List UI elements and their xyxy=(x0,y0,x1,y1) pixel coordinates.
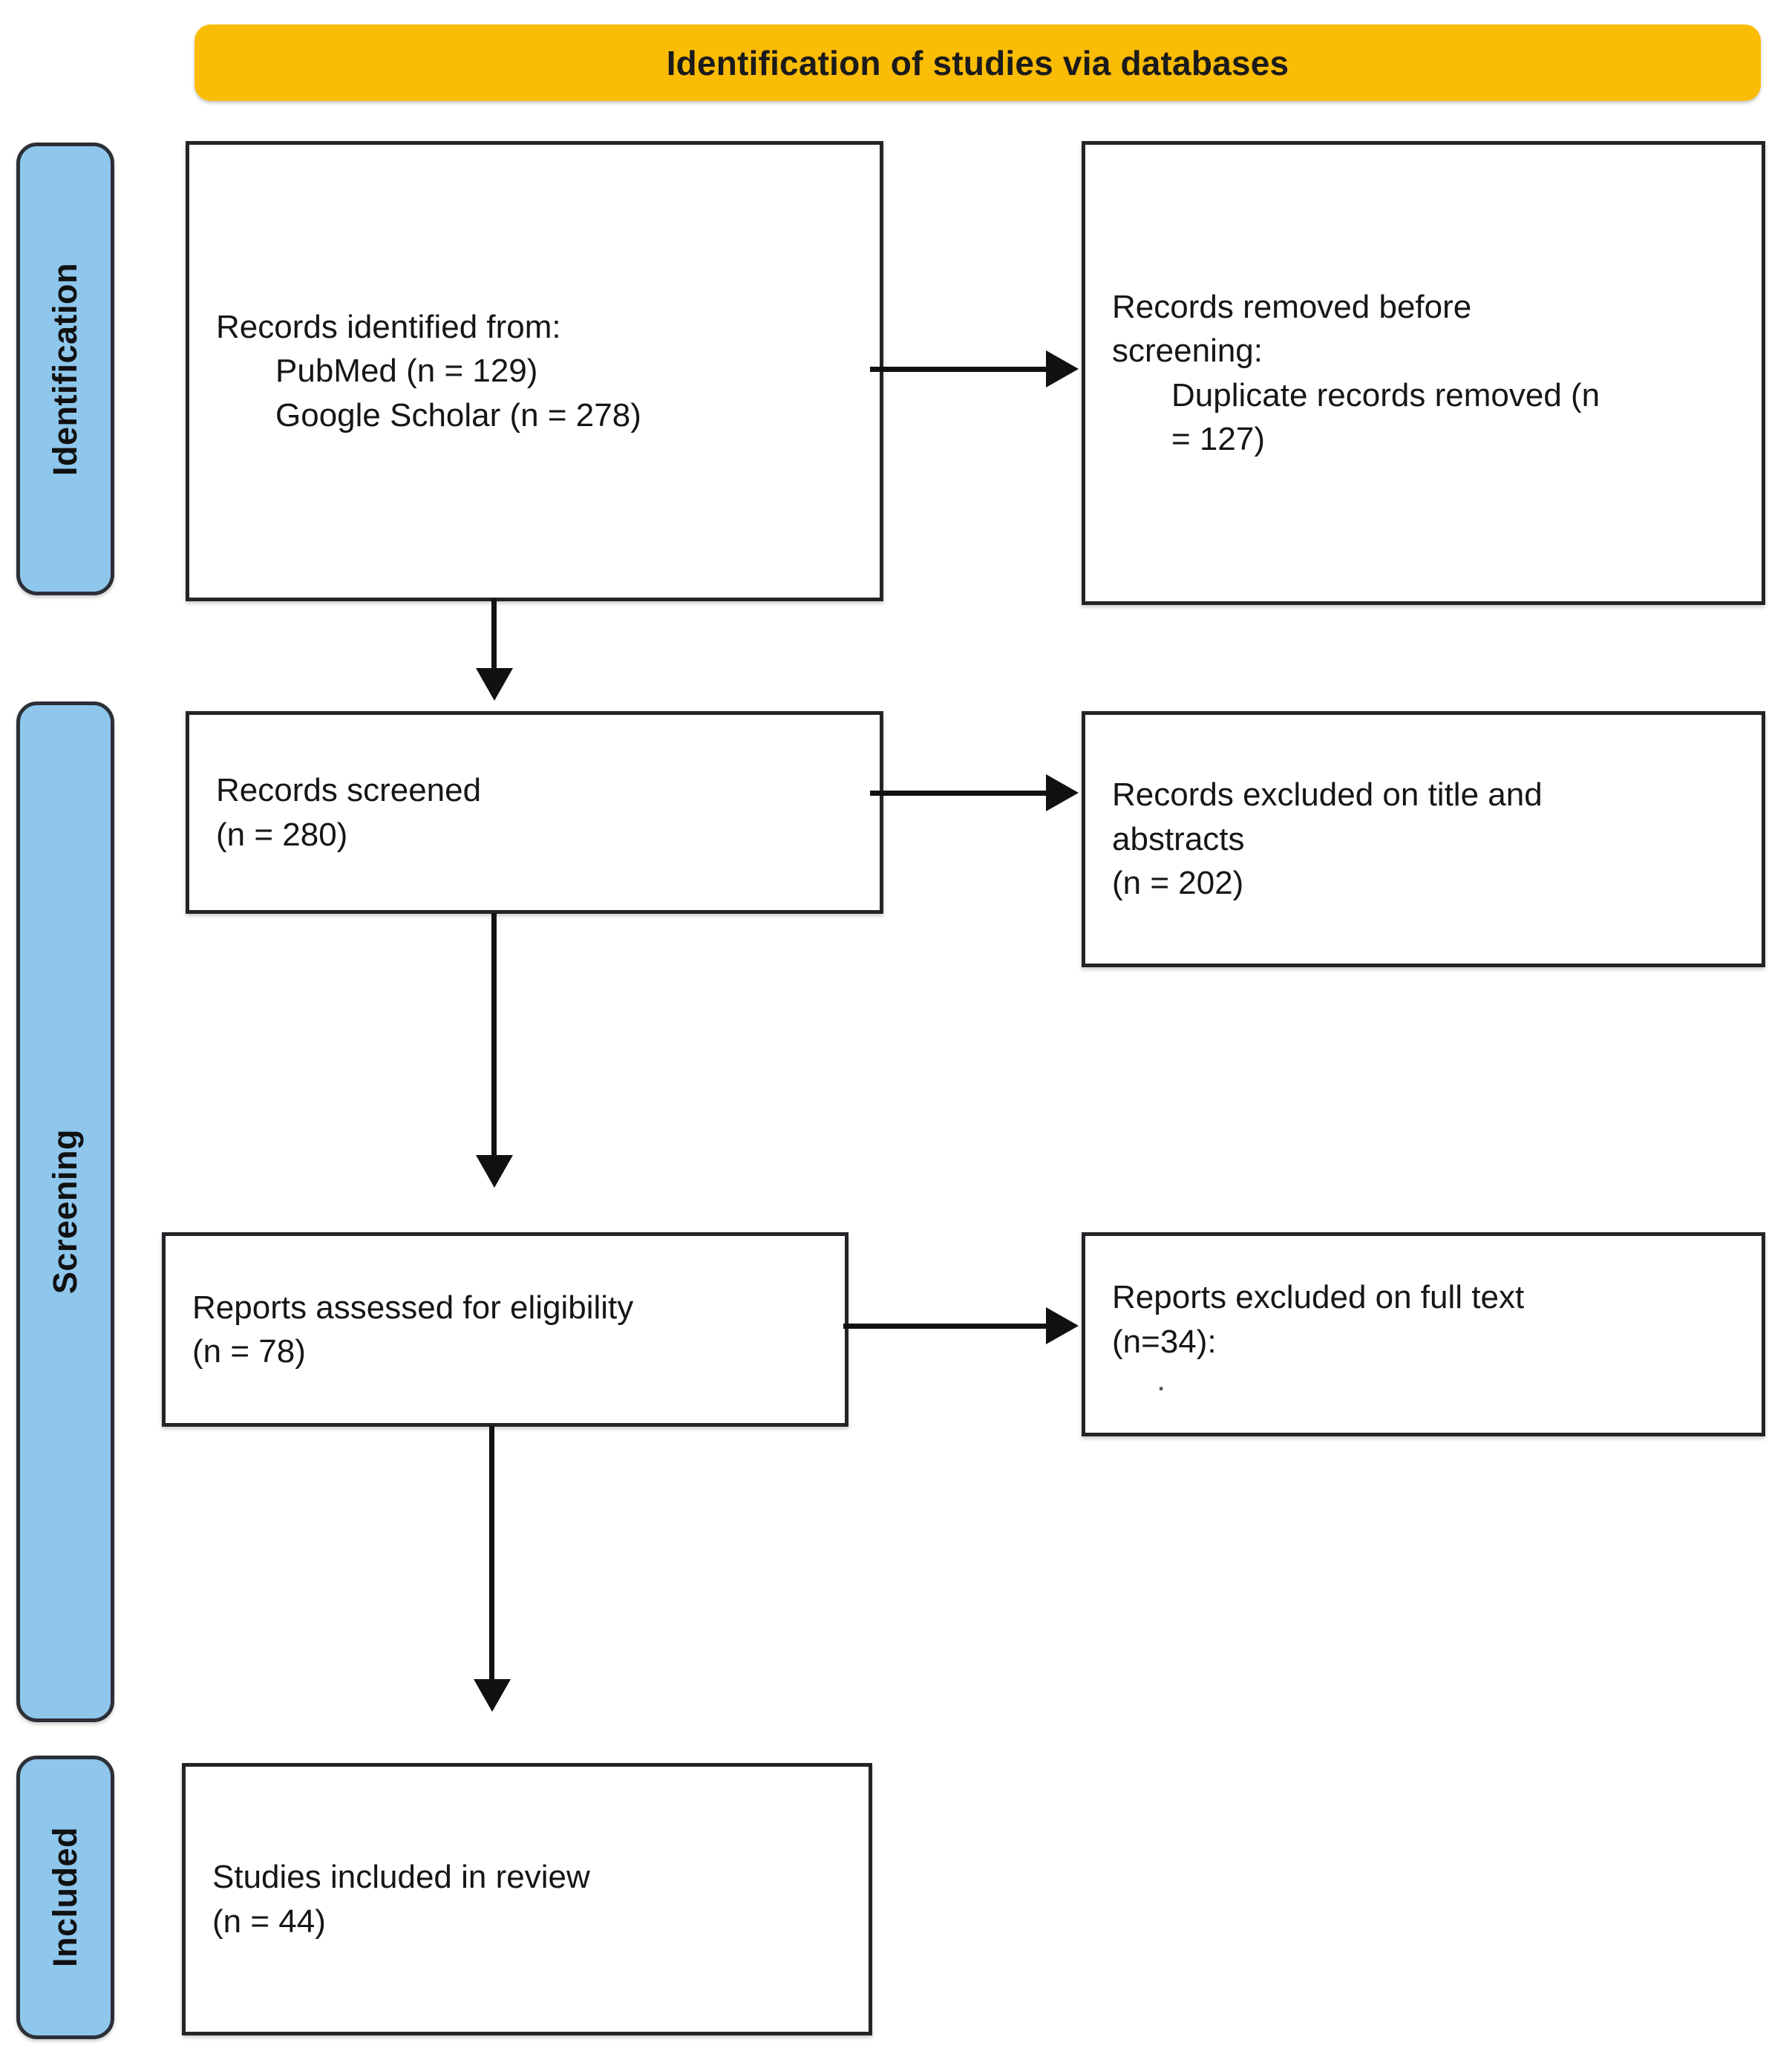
arrowhead-identified-to-screened xyxy=(476,668,513,701)
box-reports-excluded-text: Reports excluded on full text (n=34): . xyxy=(1085,1275,1762,1398)
records-screened-count: (n = 280) xyxy=(216,816,348,853)
arrowhead-assessed-to-included xyxy=(474,1679,511,1712)
connector-identified-to-removed xyxy=(870,367,1048,372)
records-removed-lead-line2: screening: xyxy=(1112,333,1263,370)
arrowhead-identified-to-removed xyxy=(1046,350,1079,387)
records-removed-duplicates-line2: = 127) xyxy=(1171,420,1265,457)
box-studies-included-in-review: Studies included in review (n = 44) xyxy=(182,1763,872,2035)
phase-label-screening: Screening xyxy=(16,701,114,1722)
box-records-excluded-title-abstract: Records excluded on title and abstracts … xyxy=(1082,711,1765,967)
reports-excluded-label: Reports excluded on full text xyxy=(1112,1279,1525,1316)
box-reports-assessed-text: Reports assessed for eligibility (n = 78… xyxy=(166,1286,845,1374)
header-banner: Identification of studies via databases xyxy=(194,24,1761,101)
records-removed-lead-line1: Records removed before xyxy=(1112,288,1472,325)
box-records-removed-text: Records removed before screening: Duplic… xyxy=(1085,285,1762,462)
box-records-removed-before-screening: Records removed before screening: Duplic… xyxy=(1082,141,1765,605)
reports-assessed-count: (n = 78) xyxy=(192,1333,306,1370)
phase-label-identification-text: Identification xyxy=(46,262,84,476)
box-records-identified: Records identified from: PubMed (n = 129… xyxy=(186,141,883,601)
box-reports-assessed-for-eligibility: Reports assessed for eligibility (n = 78… xyxy=(162,1232,848,1427)
records-identified-source-google-scholar: Google Scholar (n = 278) xyxy=(275,396,641,434)
arrowhead-screened-to-excluded xyxy=(1046,774,1079,811)
phase-label-screening-text: Screening xyxy=(46,1129,84,1295)
phase-label-included: Included xyxy=(16,1756,114,2039)
box-studies-included-text: Studies included in review (n = 44) xyxy=(186,1855,869,1943)
phase-label-identification: Identification xyxy=(16,143,114,595)
arrowhead-screened-to-assessed xyxy=(476,1155,513,1188)
arrowhead-assessed-to-excluded xyxy=(1046,1307,1079,1344)
records-identified-source-pubmed: PubMed (n = 129) xyxy=(275,353,538,390)
reports-excluded-count: (n=34): xyxy=(1112,1323,1217,1360)
studies-included-count: (n = 44) xyxy=(212,1903,326,1940)
records-screened-label: Records screened xyxy=(216,772,482,809)
connector-screened-to-assessed xyxy=(491,913,497,1158)
box-records-excluded-text: Records excluded on title and abstracts … xyxy=(1085,773,1762,905)
box-records-screened: Records screened (n = 280) xyxy=(186,711,883,914)
records-excluded-label-line1: Records excluded on title and xyxy=(1112,776,1543,814)
studies-included-label: Studies included in review xyxy=(212,1859,590,1896)
reports-excluded-stray-mark: . xyxy=(1157,1361,1166,1398)
connector-assessed-to-included xyxy=(489,1426,494,1682)
records-excluded-label-line2: abstracts xyxy=(1112,820,1245,857)
records-excluded-count: (n = 202) xyxy=(1112,865,1244,902)
connector-assessed-to-excluded xyxy=(843,1324,1048,1329)
connector-screened-to-excluded xyxy=(870,791,1048,796)
connector-identified-to-screened xyxy=(491,598,497,673)
phase-label-included-text: Included xyxy=(46,1827,84,1968)
box-records-screened-text: Records screened (n = 280) xyxy=(189,768,880,857)
reports-assessed-label: Reports assessed for eligibility xyxy=(192,1289,634,1326)
box-records-identified-text: Records identified from: PubMed (n = 129… xyxy=(189,305,880,437)
records-removed-duplicates-line1: Duplicate records removed (n xyxy=(1171,376,1600,413)
header-banner-title: Identification of studies via databases xyxy=(666,43,1289,82)
records-identified-lead: Records identified from: xyxy=(216,308,561,345)
box-reports-excluded-full-text: Reports excluded on full text (n=34): . xyxy=(1082,1232,1765,1436)
